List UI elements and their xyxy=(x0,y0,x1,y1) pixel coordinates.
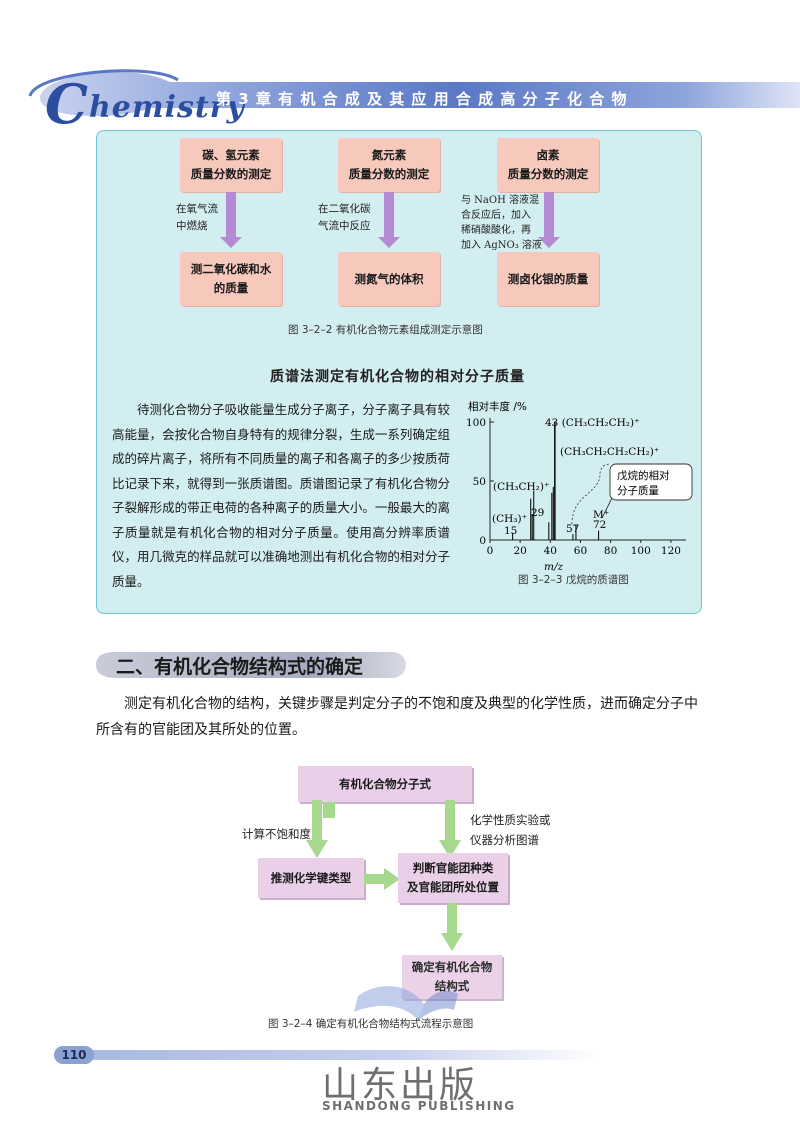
molecular-formula-box: 有机化合物分子式 xyxy=(298,766,472,802)
x-tick-label: 60 xyxy=(574,545,587,557)
chart-xlabel: m/z xyxy=(544,561,563,573)
publisher-logo: 山东出版 xyxy=(322,1065,479,1106)
chapter-title: 第 3 章 有 机 合 成 及 其 应 用 合 成 高 分 子 化 合 物 xyxy=(216,90,628,108)
annot-c2: (CH₃CH₂)⁺ xyxy=(493,481,550,493)
section-paragraph: 测定有机化合物的结构，关键步骤是判定分子的不饱和度及典型的化学性质，进而确定分子… xyxy=(96,696,698,738)
nitrogen-volume-box: 测氮气的体积 xyxy=(338,252,440,306)
arrow-down-icon xyxy=(538,192,560,248)
structure-formula-box: 确定有机化合物 结构式 xyxy=(402,955,502,999)
x-tick-label: 20 xyxy=(513,545,526,557)
header-banner xyxy=(28,69,800,117)
col2-note: 在二氧化碳 气流中反应 xyxy=(318,203,371,232)
callout-text-1: 戊烷的相对 xyxy=(617,469,670,482)
y-tick-label: 50 xyxy=(473,476,486,488)
mass-spec-paragraph: 待测化合物分子吸收能量生成分子离子，分子离子具有较高能量，会按化合物自身特有的规… xyxy=(112,402,450,589)
annot-43: 43 (CH₃CH₂CH₂)⁺ xyxy=(545,417,640,429)
x-tick-label: 0 xyxy=(487,545,494,557)
x-tick-label: 100 xyxy=(631,545,651,557)
chart-ylabel: 相对丰度 /% xyxy=(468,400,527,413)
mass-spectrum-chart: 相对丰度 /% 0 50 100 0 20 40 60 80 100 120 m/z 43 (C… xyxy=(466,400,693,573)
flow-right-note: 化学性质实验或 仪器分析图谱 xyxy=(470,813,551,847)
callout-box xyxy=(609,463,693,501)
annot-29: 29 xyxy=(531,507,544,519)
arrow-down-left-icon xyxy=(306,800,328,858)
col1-note: 在氧气流 中燃烧 xyxy=(176,203,218,232)
figure-caption-3-2-4: 图 3–2–4 确定有机化合物结构式流程示意图 xyxy=(268,1018,474,1030)
arrow-down-icon xyxy=(220,192,242,248)
silver-halide-box: 测卤化银的质量 xyxy=(497,252,599,306)
chemistry-logo: Chemistry xyxy=(45,72,246,136)
connector-line xyxy=(571,463,611,525)
x-tick-label: 120 xyxy=(661,545,681,557)
footer-bar xyxy=(80,1050,600,1060)
arrow-right-icon xyxy=(364,868,400,890)
publisher-logo-en: SHANDONG PUBLISHING xyxy=(322,1099,516,1113)
nitrogen-box: 氮元素 质量分数的测定 xyxy=(338,138,440,192)
col3-note: 与 NaOH 溶液混 合反应后，加入 稀硝酸酸化，再 加入 AgNO₃ 溶液 xyxy=(461,195,542,251)
x-tick-label: 40 xyxy=(544,545,557,557)
co2-water-box: 测二氧化碳和水 的质量 xyxy=(180,252,282,306)
feature-panel xyxy=(96,130,702,614)
arrow-down-icon xyxy=(441,903,463,951)
y-tick-label: 0 xyxy=(479,535,486,547)
section-title: 二、有机化合物结构式的确定 xyxy=(116,656,364,678)
section-banner xyxy=(96,652,406,678)
annot-ch3: (CH₃)⁺ xyxy=(492,513,527,525)
annot-57: 57 xyxy=(566,523,579,535)
mass-spec-title: 质谱法测定有机化合物的相对分子质量 xyxy=(270,369,525,385)
page-number: 110 xyxy=(54,1046,94,1064)
carbon-hydrogen-box: 碳、氢元素 质量分数的测定 xyxy=(180,138,282,192)
book-watermark-icon xyxy=(354,986,458,1020)
arrow-down-icon xyxy=(378,192,400,248)
functional-group-box: 判断官能团种类 及官能团所处位置 xyxy=(398,853,508,903)
x-tick-label: 80 xyxy=(604,545,617,557)
annot-15: 15 xyxy=(504,525,517,537)
arrow-down-right-icon xyxy=(439,800,461,858)
figure-caption-3-2-3: 图 3–2–3 戊烷的质谱图 xyxy=(518,574,629,586)
infer-bond-box: 推测化学键类型 xyxy=(258,858,364,898)
halogen-box: 卤素 质量分数的测定 xyxy=(497,138,599,192)
annot-c4: (CH₃CH₂CH₂CH₂)⁺ xyxy=(560,446,659,458)
annot-72: 72 xyxy=(593,519,606,531)
flow-left-note: 计算不饱和度 xyxy=(242,827,311,841)
callout-text-2: 分子质量 xyxy=(617,485,659,497)
flow-connector xyxy=(323,802,335,818)
figure-caption-3-2-2: 图 3–2–2 有机化合物元素组成测定示意图 xyxy=(288,324,483,336)
y-tick-label: 100 xyxy=(466,417,486,429)
